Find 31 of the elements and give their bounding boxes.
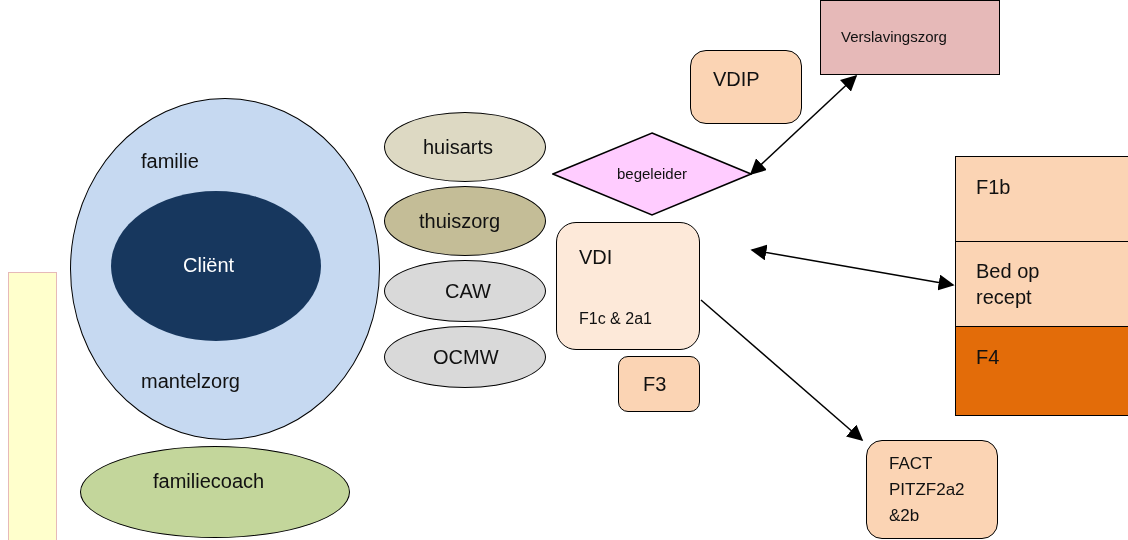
node-label: mantelzorg <box>141 369 240 393</box>
rounded-box <box>690 50 802 124</box>
rounded-box <box>618 356 700 412</box>
rectangle-node <box>955 156 1128 242</box>
node-label: Verslavingszorg <box>841 27 947 47</box>
node-label: F1b <box>976 175 1011 199</box>
rectangle-node <box>820 0 1000 75</box>
diamond-node <box>552 132 752 216</box>
node-label: FACT PITZF2a2 &2b <box>889 453 966 527</box>
rectangle-node <box>955 326 1128 416</box>
node-label: huisarts <box>423 135 494 159</box>
node-label: F4 <box>976 345 1000 369</box>
node-label: Bed op recept <box>976 259 1041 310</box>
node-label: CAW <box>445 279 491 303</box>
rectangle-node <box>955 241 1128 327</box>
node-label: thuiszorg <box>419 209 501 233</box>
rounded-box <box>866 440 998 539</box>
node-label: F1c & 2a1 <box>579 309 652 329</box>
node-label: OCMW <box>433 345 499 369</box>
node-label: begeleider <box>616 164 688 184</box>
rounded-box <box>556 222 700 350</box>
node-label: F3 <box>643 372 667 396</box>
node-label: VDI <box>579 245 613 269</box>
node-label: VDIP <box>713 67 760 91</box>
double-arrow <box>749 74 858 176</box>
node-label: familiecoach <box>153 469 265 493</box>
double-arrow <box>750 244 955 291</box>
bar <box>8 272 57 540</box>
node-label: Cliënt <box>183 253 235 277</box>
node-label: familie <box>141 149 199 173</box>
arrow <box>700 299 864 442</box>
